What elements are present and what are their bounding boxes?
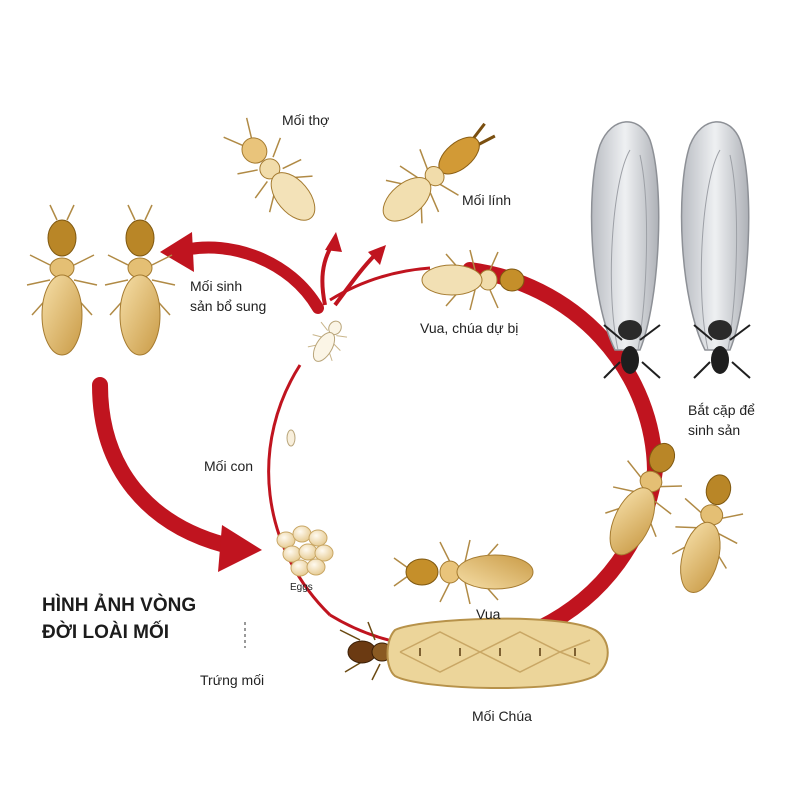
label-worker: Mối thợ — [282, 110, 329, 130]
title-line1: HÌNH ẢNH VÒNG — [42, 592, 196, 619]
king-termite-illustration — [394, 540, 533, 604]
soldier-termite-illustration — [366, 107, 509, 240]
supplementary-reproductive-right — [105, 205, 175, 355]
label-supplementary-line2: sản bổ sung — [190, 296, 266, 316]
label-egg-vi: Trứng mối — [200, 670, 264, 690]
label-king: Vua — [476, 604, 500, 624]
label-supplementary-line1: Mối sinh — [190, 276, 266, 296]
nymph-termite-illustration — [302, 314, 352, 369]
arrow-to-soldier — [335, 245, 386, 305]
label-eggs: Eggs — [290, 582, 313, 594]
dealate-pair-lower — [660, 467, 753, 600]
diagram-title: HÌNH ẢNH VÒNG ĐỜI LOÀI MỐI — [42, 592, 196, 646]
label-nymph: Mối con — [204, 456, 253, 476]
winged-alate-right — [682, 122, 750, 378]
label-mating-line2: sinh sản — [688, 420, 755, 440]
supplementary-reproductive-left — [27, 205, 97, 355]
larva-illustration — [287, 430, 295, 446]
label-reserve-king-queen: Vua, chúa dự bị — [420, 318, 518, 338]
dealate-pair-upper — [588, 431, 697, 568]
label-mating: Bắt cặp để sinh sản — [688, 400, 755, 440]
queen-termite-illustration — [340, 619, 608, 688]
eggs-cluster-illustration — [277, 526, 333, 576]
label-queen: Mối Chúa — [472, 706, 532, 726]
label-supplementary-reproductive: Mối sinh sản bổ sung — [190, 276, 266, 316]
label-soldier: Mối lính — [462, 190, 511, 210]
arrow-to-eggs — [100, 385, 262, 572]
reserve-king-queen-illustration — [422, 250, 524, 310]
label-mating-line1: Bắt cặp để — [688, 400, 755, 420]
title-line2: ĐỜI LOÀI MỐI — [42, 619, 196, 646]
